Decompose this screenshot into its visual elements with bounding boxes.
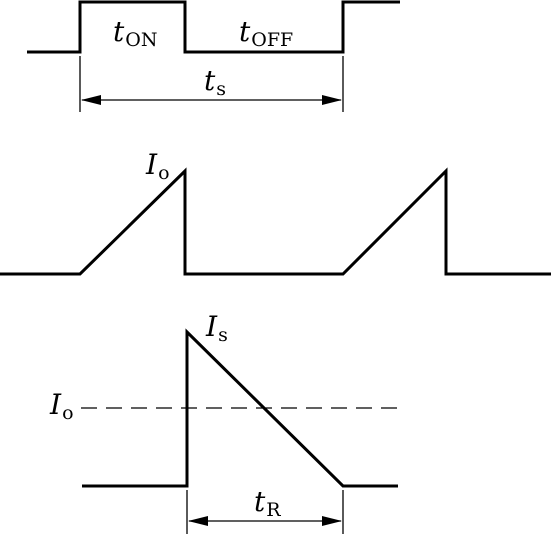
period-arrow-left (81, 95, 101, 105)
t-r-label: tR (254, 485, 281, 521)
switch-pulse-waveform (27, 0, 400, 54)
i-s-peak-label: Is (205, 310, 228, 346)
period-arrow-right (322, 95, 342, 105)
discharge-arrow-right (322, 516, 342, 526)
i-o-peak-label: Io (145, 148, 170, 184)
t-off-label: tOFF (239, 15, 293, 51)
discharge-arrow-left (188, 516, 208, 526)
output-current-waveform (82, 328, 398, 488)
i-o-average-label: Io (49, 388, 74, 424)
t-s-label: ts (204, 64, 226, 100)
t-on-label: tON (113, 15, 157, 51)
inductor-current-waveform (0, 167, 551, 276)
